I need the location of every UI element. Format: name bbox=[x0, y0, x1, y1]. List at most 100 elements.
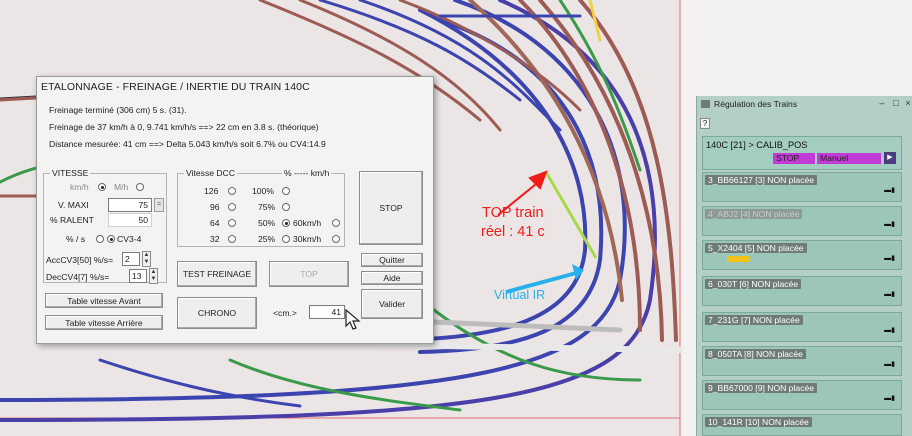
cm-label: <cm.> bbox=[273, 308, 297, 318]
dcc-row-3-kmh: 60km/h bbox=[293, 218, 322, 228]
train-card-4[interactable]: 4_ABJ2 [4] NON placée ▬▮ bbox=[702, 206, 902, 236]
dcc-row-3-pct: 50% bbox=[258, 218, 276, 228]
pct-row-1-radio[interactable] bbox=[282, 187, 290, 195]
pct-per-s-label: % / s bbox=[66, 234, 86, 244]
train-card-8[interactable]: 8_050TA [8] NON placée ▬▮ bbox=[702, 346, 902, 376]
current-train-state[interactable]: STOP bbox=[773, 153, 815, 164]
train-card-6[interactable]: 6_030T [6] NON placée ▬▮ bbox=[702, 276, 902, 306]
train-card-current[interactable]: 140C [21] > CALIB_POS STOP Manuel ▶ bbox=[702, 136, 902, 170]
train-label-10: 10_141R [10] NON placée bbox=[705, 417, 812, 427]
app-icon bbox=[701, 100, 710, 108]
table-vitesse-arriere-button[interactable]: Table vitesse Arrière bbox=[45, 315, 163, 330]
dcc-row-3-radio[interactable] bbox=[228, 219, 236, 227]
dcc-row-2-pct: 75% bbox=[258, 202, 276, 212]
train-card-9[interactable]: 9_BB67000 [9] NON placée ▬▮ bbox=[702, 380, 902, 410]
dcc-row-2-radio[interactable] bbox=[228, 203, 236, 211]
quitter-button[interactable]: Quitter bbox=[361, 253, 423, 267]
stop-button[interactable]: STOP bbox=[359, 171, 423, 245]
minimize-icon[interactable]: – bbox=[879, 98, 885, 108]
kmh-row-4-radio[interactable] bbox=[332, 235, 340, 243]
dcc-row-1-pct: 100% bbox=[252, 186, 274, 196]
dec-field[interactable]: 13 bbox=[129, 269, 147, 283]
train-label-4: 4_ABJ2 [4] NON placée bbox=[705, 209, 803, 219]
vmaxi-dropdown-icon[interactable]: = bbox=[154, 198, 164, 212]
dcc-row-4-dcc: 32 bbox=[210, 234, 220, 244]
dcc-group: Vitesse DCC % ----- km/h 126 100% 96 75%… bbox=[177, 168, 345, 247]
info-line-2: Freinage de 37 km/h à 0, 9.741 km/h/s ==… bbox=[49, 122, 319, 132]
dcc-row-1-radio[interactable] bbox=[228, 187, 236, 195]
vitesse-group: VITESSE km/h M/h V. MAXI 75 = % RALENT 5… bbox=[43, 168, 167, 283]
loco-icon: ▬▮ bbox=[884, 361, 895, 368]
mode-arrow-icon[interactable]: ▶ bbox=[884, 152, 896, 164]
pct-row-3-radio[interactable] bbox=[282, 219, 290, 227]
current-train-name: 140C [21] > CALIB_POS bbox=[706, 140, 808, 150]
pct-row-2-radio[interactable] bbox=[282, 203, 290, 211]
train-card-3[interactable]: 3_BB66127 [3] NON placée ▬▮ bbox=[702, 172, 902, 202]
unit-mh-label: M/h bbox=[114, 182, 129, 192]
virtual-ir-annotation: Virtual IR bbox=[494, 288, 546, 302]
regulation-title-text: Régulation des Trains bbox=[714, 99, 798, 109]
regulation-panel-title: Régulation des Trains bbox=[701, 99, 797, 109]
calibration-dialog: ETALONNAGE - FREINAGE / INERTIE DU TRAIN… bbox=[36, 76, 434, 344]
ralent-field[interactable]: 50 bbox=[108, 213, 152, 227]
vmaxi-field[interactable]: 75 bbox=[108, 198, 152, 212]
loco-icon: ▬▮ bbox=[884, 395, 895, 402]
ralent-label: % RALENT bbox=[50, 215, 94, 225]
cm-field[interactable]: 41 bbox=[309, 305, 345, 319]
acc-field[interactable]: 2 bbox=[122, 252, 140, 266]
train-label-6: 6_030T [6] NON placée bbox=[705, 279, 802, 289]
info-line-3: Distance mesurée: 41 cm ==> Delta 5.043 … bbox=[49, 139, 326, 149]
vmaxi-label: V. MAXI bbox=[58, 200, 89, 210]
train-label-5: 5_X2404 [5] NON placée bbox=[705, 243, 807, 253]
dcc-pct-header: % ----- km/h bbox=[282, 168, 332, 178]
vitesse-group-title: VITESSE bbox=[50, 168, 91, 178]
current-train-mode[interactable]: Manuel bbox=[817, 153, 881, 164]
close-icon[interactable]: × bbox=[905, 98, 911, 108]
train-card-7[interactable]: 7_231G [7] NON placée ▬▮ bbox=[702, 312, 902, 342]
dec-label: DecCV4[7] %/s= bbox=[46, 272, 110, 282]
pct-per-s-radio[interactable] bbox=[96, 235, 104, 243]
dialog-title: ETALONNAGE - FREINAGE / INERTIE DU TRAIN… bbox=[41, 81, 310, 93]
top-train-annotation-line1: TOP train bbox=[482, 205, 544, 221]
dcc-row-3-dcc: 64 bbox=[210, 218, 220, 228]
loco-icon: ▬▮ bbox=[884, 255, 895, 262]
kmh-row-3-radio[interactable] bbox=[332, 219, 340, 227]
test-freinage-button[interactable]: TEST FREINAGE bbox=[177, 261, 257, 287]
unit-kmh-label: km/h bbox=[70, 182, 89, 192]
dcc-group-title: Vitesse DCC bbox=[184, 168, 238, 178]
train-label-7: 7_231G [7] NON placée bbox=[705, 315, 803, 325]
train-label-8: 8_050TA [8] NON placée bbox=[705, 349, 806, 359]
table-vitesse-avant-button[interactable]: Table vitesse Avant bbox=[45, 293, 163, 308]
cv34-radio[interactable] bbox=[107, 235, 115, 243]
aide-button[interactable]: Aide bbox=[361, 271, 423, 285]
pct-row-4-radio[interactable] bbox=[282, 235, 290, 243]
loco-icon: ▬▮ bbox=[884, 327, 895, 334]
train-indicator bbox=[727, 256, 749, 262]
dec-spinner[interactable]: ▲▼ bbox=[149, 268, 158, 284]
info-line-1: Freinage terminé (306 cm) 5 s. (31). bbox=[49, 105, 187, 115]
train-label-9: 9_BB67000 [9] NON placée bbox=[705, 383, 818, 393]
cv34-label: CV3-4 bbox=[117, 234, 142, 244]
loco-icon: ▬▮ bbox=[884, 187, 895, 194]
dcc-row-4-kmh: 30km/h bbox=[293, 234, 322, 244]
train-card-10[interactable]: 10_141R [10] NON placée bbox=[702, 414, 902, 436]
train-label-3: 3_BB66127 [3] NON placée bbox=[705, 175, 818, 185]
acc-spinner[interactable]: ▲▼ bbox=[142, 251, 151, 267]
top-train-annotation-line2: réel : 41 c bbox=[481, 224, 545, 240]
dcc-row-4-radio[interactable] bbox=[228, 235, 236, 243]
top-button[interactable]: TOP bbox=[269, 261, 349, 287]
unit-kmh-radio[interactable] bbox=[98, 183, 106, 191]
acc-label: AccCV3[50] %/s= bbox=[46, 255, 114, 265]
maximize-icon[interactable]: □ bbox=[893, 98, 899, 108]
dcc-row-4-pct: 25% bbox=[258, 234, 276, 244]
loco-icon: ▬▮ bbox=[884, 291, 895, 298]
valider-button[interactable]: Valider bbox=[361, 289, 423, 319]
loco-icon: ▬▮ bbox=[884, 221, 895, 228]
dcc-row-1-dcc: 126 bbox=[204, 186, 219, 196]
dcc-row-2-dcc: 96 bbox=[210, 202, 220, 212]
unit-mh-radio[interactable] bbox=[136, 183, 144, 191]
mouse-cursor-icon bbox=[345, 309, 361, 330]
help-button[interactable]: ? bbox=[700, 118, 710, 129]
chrono-button[interactable]: CHRONO bbox=[177, 297, 257, 329]
train-card-5[interactable]: 5_X2404 [5] NON placée ▬▮ bbox=[702, 240, 902, 270]
